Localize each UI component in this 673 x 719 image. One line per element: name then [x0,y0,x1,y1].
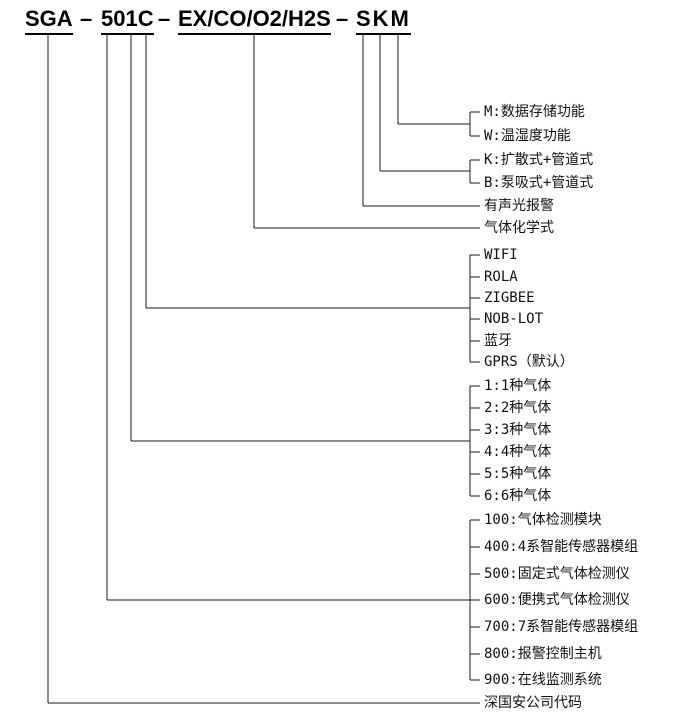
label-series-700: 700:7系智能传感器模组 [484,619,639,635]
label-comm-zigbee: ZIGBEE [484,290,535,306]
label-gas-count-6: 6:6种气体 [484,488,552,504]
code-separator: – [336,6,349,31]
connector-series [106,35,480,681]
code-segment-suffix: SKM [356,6,411,35]
label-gas-count-4: 4:4种气体 [484,444,552,460]
connector-sampling [379,35,480,184]
label-series-800: 800:报警控制主机 [484,646,602,662]
label-series-400: 400:4系智能传感器模组 [484,539,639,555]
code-segment-company: SGA [25,6,73,35]
code-segment-gases: EX/CO/O2/H2S [178,6,331,35]
label-audible-visual-alarm: 有声光报警 [484,198,554,214]
label-gas-count-3: 3:3种气体 [484,422,552,438]
label-comm-wifi: WIFI [484,247,518,263]
label-series-100: 100:气体检测模块 [484,512,602,528]
code-separator: – [158,6,171,31]
connector-gas-count [130,35,480,497]
label-b-pump-pipeline: B:泵吸式+管道式 [484,175,594,191]
label-comm-nob-lot: NOB-LOT [484,311,544,327]
label-series-600: 600:便携式气体检测仪 [484,592,630,608]
label-w-temp-humidity: W:温湿度功能 [484,128,571,144]
connector-storage [397,35,480,137]
code-segment-series: 501C [101,6,154,35]
label-series-900: 900:在线监测系统 [484,672,602,688]
label-comm-rola: ROLA [484,269,518,285]
label-gas-chemical-formula: 气体化学式 [484,220,554,236]
label-m-data-storage: M:数据存储功能 [484,104,585,120]
label-comm-gprs-default: GPRS（默认） [484,354,574,370]
label-series-500: 500:固定式气体检测仪 [484,566,630,582]
label-comm-bluetooth: 蓝牙 [484,333,512,349]
label-gas-count-1: 1:1种气体 [484,378,552,394]
connector-company-code [47,35,480,704]
code-separator: – [80,6,93,31]
label-gas-count-5: 5:5种气体 [484,466,552,482]
connector-alarm [362,35,480,207]
label-gas-count-2: 2:2种气体 [484,400,552,416]
connector-communication [145,35,480,363]
label-company-code: 深国安公司代码 [484,695,582,711]
connector-gas-formula [253,35,480,229]
label-k-diffusion-pipeline: K:扩散式+管道式 [484,152,594,168]
